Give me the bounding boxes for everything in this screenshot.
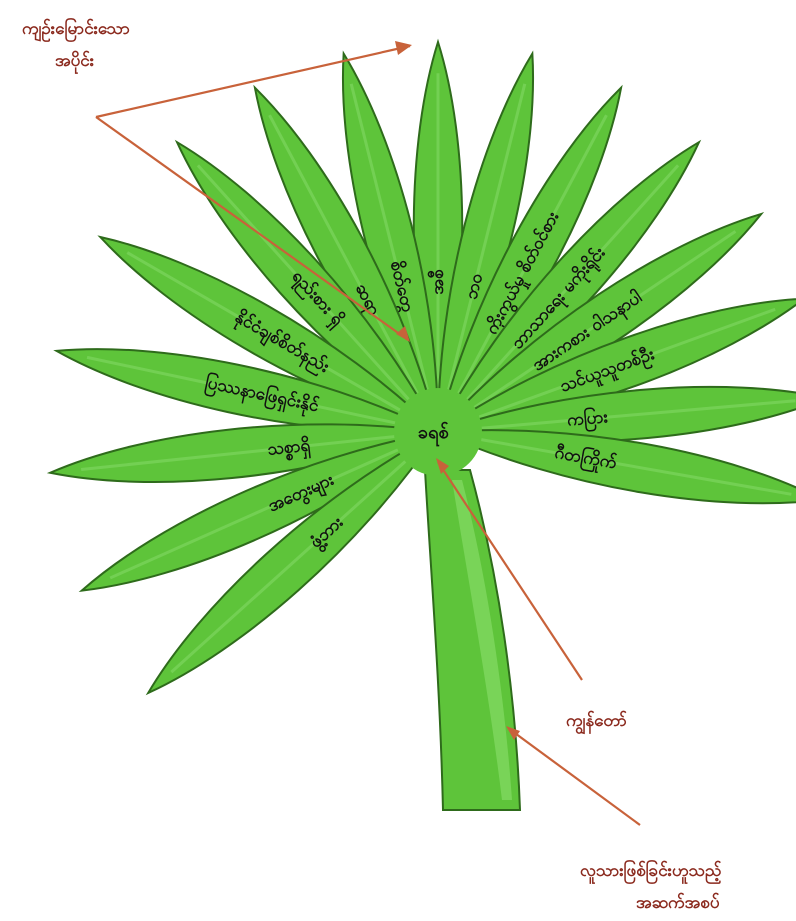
callout-stem: ကျွန်တော် [566,710,627,735]
arrowhead-tip [395,41,412,55]
callout-top-line1: ကျဉ်းမြောင်းသော [22,16,130,43]
leaf-fan: အစီဘဝကိုးကွယ်မှု စိတ်ဝင်စားဘာသာရေး မကိုး… [48,42,796,711]
arrow-stem-line [508,728,640,825]
stem [425,470,520,810]
leaf-label-wisdom: အစီ [427,269,448,295]
callout-bottom-line2: အဆက်အစပ် [636,892,720,913]
callout-bottom-line1: လူသားဖြစ်ခြင်းဟူသည့် [580,858,722,885]
callout-top-line2: အပိုင်း [55,50,95,75]
